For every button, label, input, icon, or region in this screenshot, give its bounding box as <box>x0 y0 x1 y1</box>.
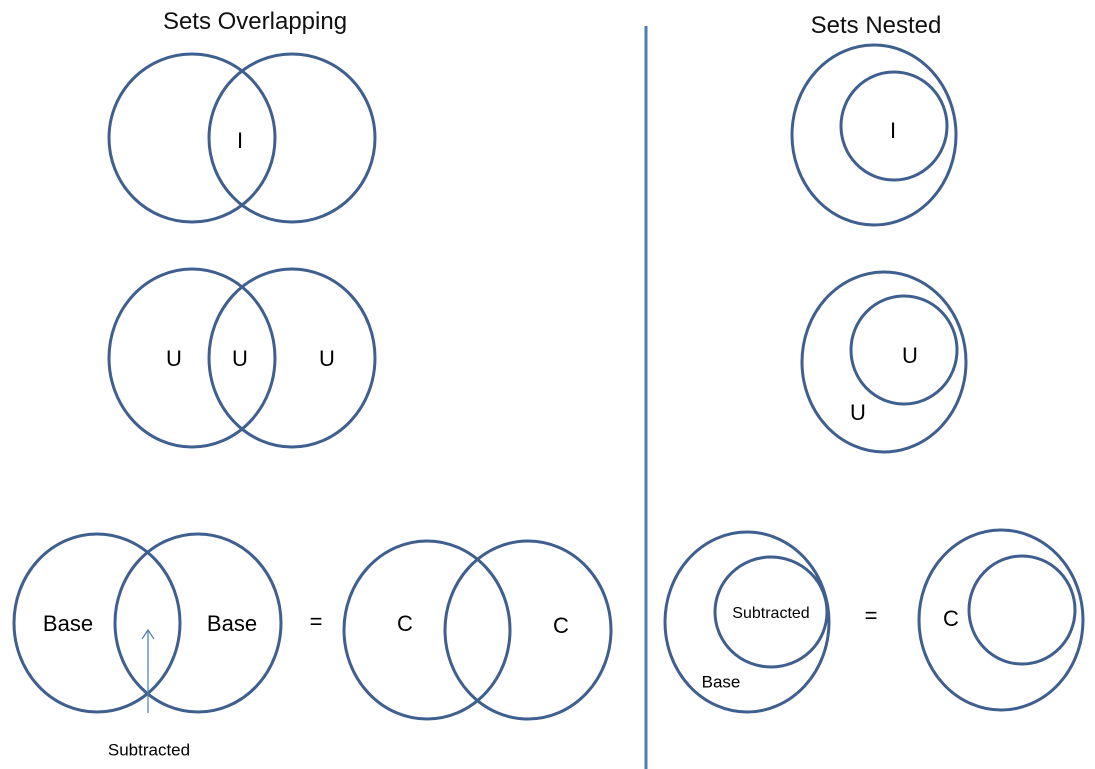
nested-union-outer-circle <box>800 270 968 454</box>
overlapping-union-diagram: U U U <box>107 267 377 449</box>
nested-intersection-diagram: I <box>790 43 958 227</box>
nested-base-label: Base <box>702 672 741 691</box>
overlapping-complement-result-right-circle <box>443 539 613 721</box>
overlapping-union-right-label: U <box>319 346 335 371</box>
overlapping-complement-base-left-circle <box>12 532 182 714</box>
overlapping-complement-base-right-circle <box>113 532 283 714</box>
overlapping-union-left-circle <box>107 267 277 449</box>
nested-title: Sets Nested <box>811 12 942 39</box>
nested-complement-result-inner-circle <box>967 554 1077 666</box>
overlapping-union-left-label: U <box>166 346 182 371</box>
subtracted-arrow-head-icon <box>141 628 155 640</box>
nested-union-diagram: U U <box>800 270 968 454</box>
overlapping-intersection-diagram: I <box>107 52 377 224</box>
nested-complement-result-outer-circle <box>917 528 1085 712</box>
overlapping-complement-diagram: Base Base Subtracted = C C <box>12 532 613 759</box>
overlapping-complement-result-left-circle <box>342 539 512 721</box>
nested-union-inner-label: U <box>902 343 918 368</box>
nested-equals-sign: = <box>865 603 878 628</box>
nested-complement-diagram: Subtracted Base = C <box>663 528 1085 714</box>
overlapping-union-overlap-label: U <box>232 346 248 371</box>
nested-union-inner-circle <box>849 294 959 406</box>
overlapping-title: Sets Overlapping <box>163 8 347 35</box>
nested-union-outer-label: U <box>850 400 866 425</box>
nested-complement-base-circle <box>663 530 831 714</box>
overlapping-complement-result-left-label: C <box>397 611 413 636</box>
overlapping-complement-result-right-label: C <box>553 613 569 638</box>
nested-subtracted-label: Subtracted <box>732 605 809 622</box>
nested-intersection-label: I <box>890 118 896 143</box>
overlapping-equals-sign: = <box>310 609 323 634</box>
overlapping-union-right-circle <box>207 267 377 449</box>
overlapping-intersection-right-circle <box>207 52 377 224</box>
overlapping-intersection-label: I <box>237 128 243 153</box>
nested-complement-result-label: C <box>943 606 959 631</box>
overlapping-complement-base-left-label: Base <box>43 611 93 636</box>
nested-intersection-outer-circle <box>790 43 958 227</box>
overlapping-subtracted-label: Subtracted <box>108 740 190 759</box>
nested-intersection-inner-circle <box>839 70 949 182</box>
overlapping-complement-base-right-label: Base <box>207 611 257 636</box>
overlapping-intersection-left-circle <box>107 52 277 224</box>
nested-complement-subtracted-circle <box>713 555 829 669</box>
